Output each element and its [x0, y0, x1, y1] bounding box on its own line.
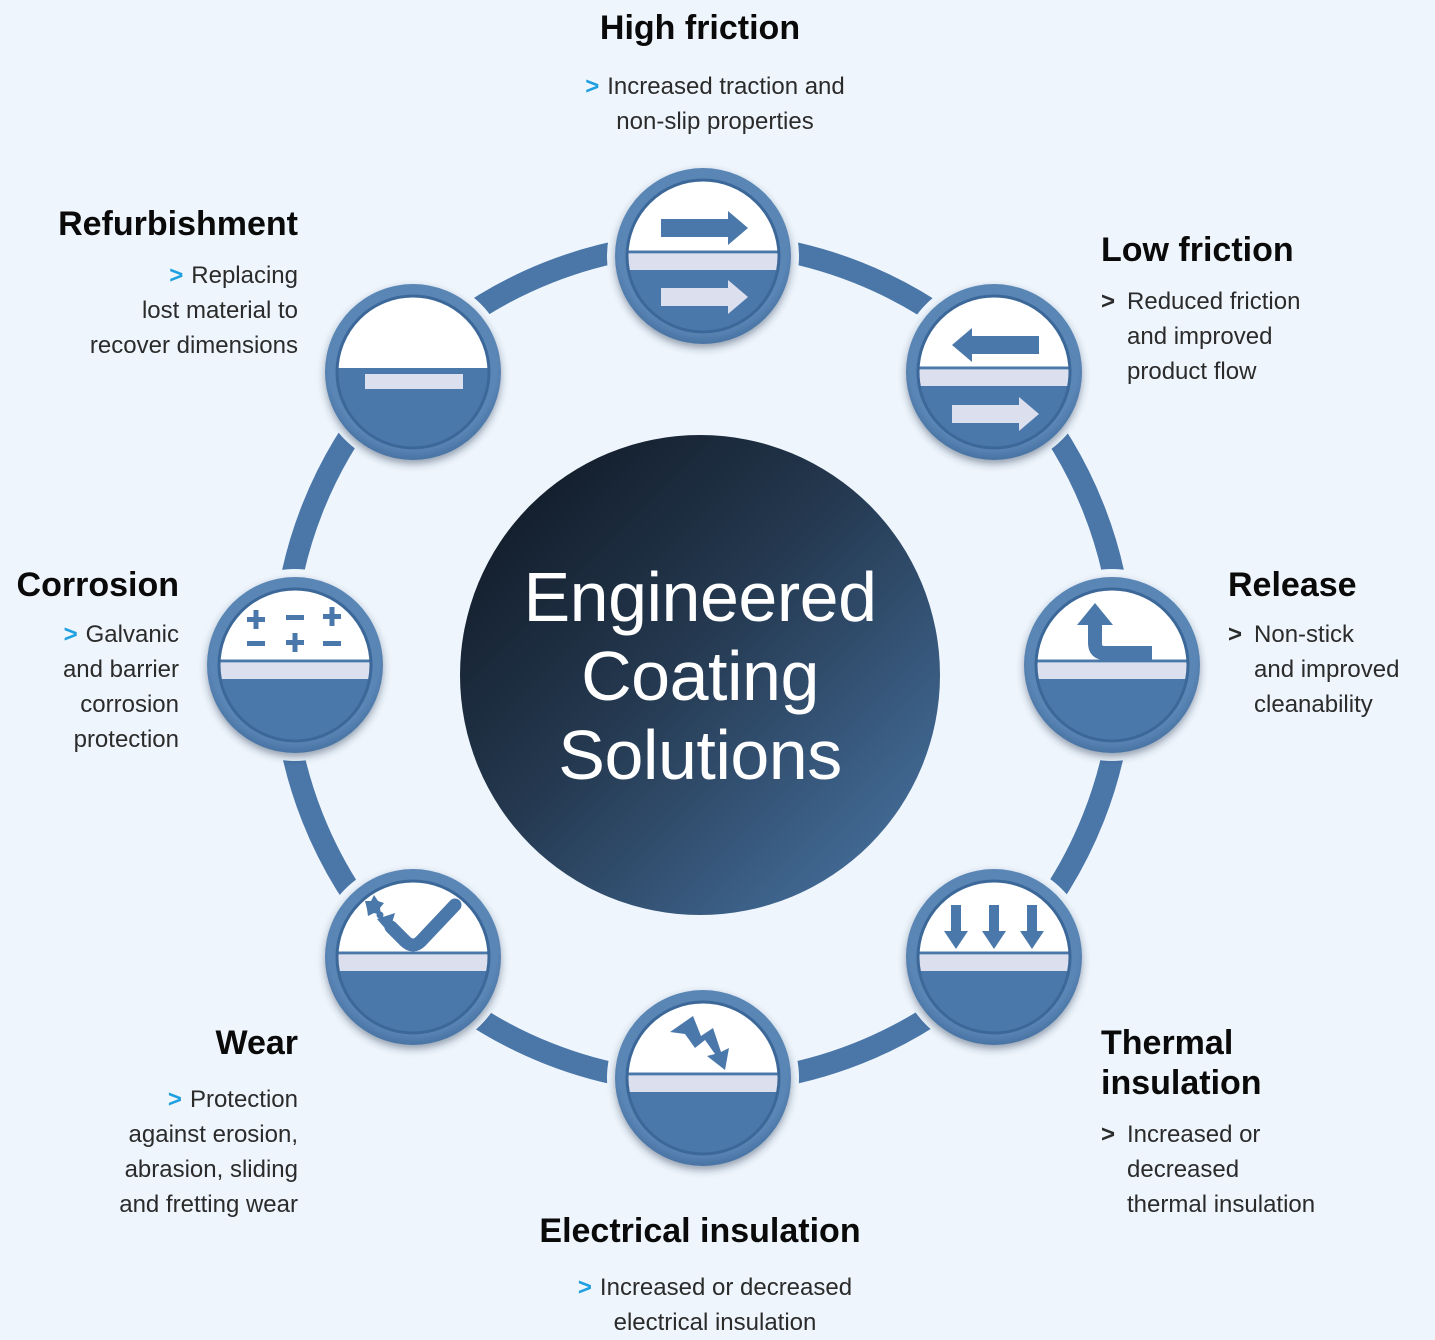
low-friction-icon: [898, 276, 1090, 468]
release-icon: [1016, 569, 1208, 761]
label-title: Corrosion: [16, 566, 179, 604]
bullet-arrow: >: [1101, 1121, 1116, 1148]
label-title: Refurbishment: [58, 205, 298, 243]
label-desc: Increased or decreased electrical insula…: [599, 1274, 853, 1336]
label-desc: Non-stick and improved cleanability: [1254, 621, 1400, 718]
label-desc: Protection against erosion, abrasion, sl…: [119, 1086, 298, 1218]
bullet-arrow: >: [63, 621, 78, 648]
bullet-arrow: >: [1228, 621, 1243, 648]
label-title: Thermal insulation: [1101, 1024, 1262, 1102]
thermal-insulation-icon: [898, 861, 1090, 1053]
label-release: Release > Non-stick and improved cleanab…: [1228, 565, 1433, 722]
label-electrical-insulation: Electrical insulation > Increased or decr…: [480, 1211, 920, 1340]
label-thermal-insulation: Thermal insulation > Increased or decrea…: [1101, 1023, 1401, 1222]
label-title: Release: [1228, 566, 1357, 604]
wear-icon: [317, 861, 509, 1053]
center-title: Engineered Coating Solutions: [523, 558, 877, 794]
label-title: High friction: [599, 9, 801, 47]
label-title: Wear: [215, 1024, 298, 1062]
bullet-arrow: >: [585, 73, 600, 100]
high-friction-icon: [607, 160, 799, 352]
label-high-friction: High friction > Increased traction and no…: [500, 8, 900, 139]
label-desc: Galvanic and barrier corrosion protectio…: [62, 621, 179, 753]
label-desc: Reduced friction and improved product fl…: [1127, 288, 1301, 385]
electrical-insulation-icon: [607, 982, 799, 1174]
label-title: Low friction: [1101, 231, 1294, 269]
label-title: Electrical insulation: [539, 1212, 861, 1250]
bullet-arrow: >: [167, 1086, 182, 1113]
label-desc: Increased or decreased thermal insulatio…: [1127, 1121, 1316, 1218]
corrosion-icon: [199, 569, 391, 761]
label-wear: Wear >Protection against erosion, abrasi…: [40, 1023, 298, 1222]
bullet-arrow: >: [169, 262, 184, 289]
bullet-arrow: >: [1101, 288, 1116, 315]
label-corrosion: Corrosion >Galvanic and barrier corrosio…: [0, 565, 179, 757]
center-circle: [460, 435, 940, 915]
label-low-friction: Low friction > Reduced friction and impr…: [1101, 230, 1401, 389]
bullet-arrow: >: [577, 1274, 592, 1301]
label-refurbishment: Refurbishment >Replacing lost material t…: [20, 204, 298, 363]
refurbishment-icon: [317, 276, 509, 468]
label-desc: Increased traction and non-slip properti…: [607, 73, 845, 135]
label-desc: Replacing lost material to recover dimen…: [89, 262, 298, 359]
